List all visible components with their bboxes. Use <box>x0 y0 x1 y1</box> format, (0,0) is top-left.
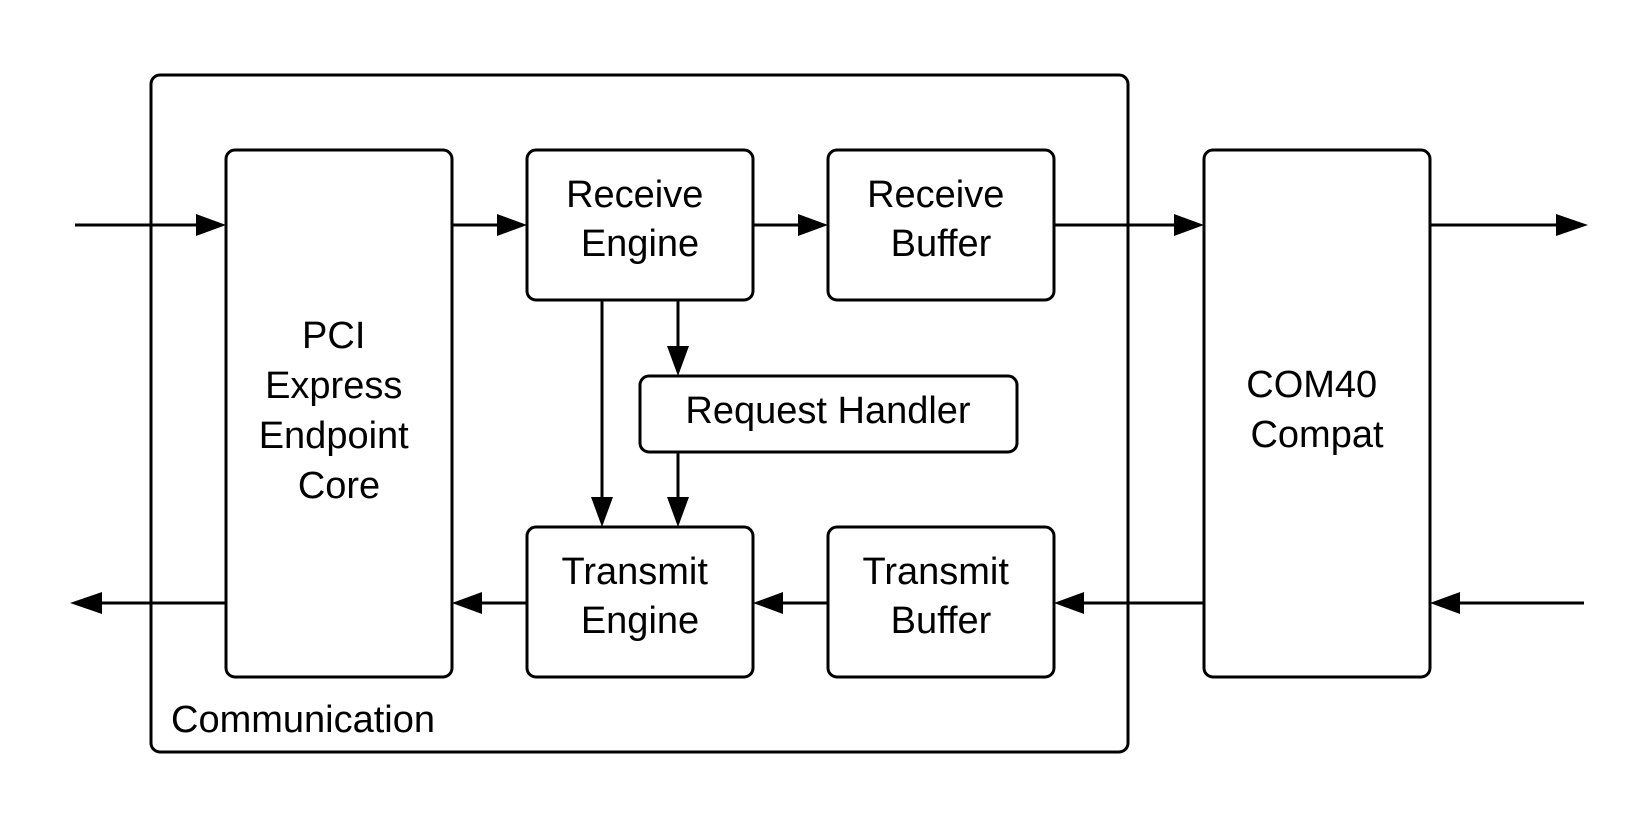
svg-text:COM40 Compat: COM40 Compat <box>1246 364 1387 456</box>
communication-label: Communication <box>171 699 435 741</box>
svg-text:Request Handler: Request Handler <box>685 390 971 432</box>
receive-engine-block: Receive Engine <box>525 148 755 302</box>
arrowhead <box>452 592 482 614</box>
arrowhead <box>798 214 828 236</box>
com40-compat-label-line: COM40 <box>1246 364 1377 406</box>
arrowhead <box>497 214 527 236</box>
request-handler-label: Request Handler <box>685 390 971 432</box>
receive-engine-label-line: Engine <box>581 223 699 265</box>
arrowhead <box>591 497 613 527</box>
com40-compat-label-line: Compat <box>1250 414 1383 456</box>
svg-text:Receive Engine: Receive Engine <box>566 174 714 265</box>
receive-engine-label-line: Receive <box>566 174 703 216</box>
transmit-engine-label-line: Transmit <box>562 551 709 593</box>
transmit-engine-label-line: Engine <box>581 600 699 642</box>
transmit-buffer-block: Transmit Buffer <box>826 525 1056 679</box>
arrowhead <box>1430 592 1460 614</box>
arrowhead <box>1174 214 1204 236</box>
svg-text:Receive Buffer: Receive Buffer <box>867 174 1015 265</box>
pcie-core-label-line: Express <box>265 365 402 407</box>
svg-text:Transmit Engine: Transmit Engine <box>562 551 719 642</box>
arrowhead <box>667 346 689 376</box>
receive-buffer-label-line: Receive <box>867 174 1004 216</box>
arrowhead <box>753 592 783 614</box>
pcie-core-block: PCI Express Endpoint Core <box>224 148 454 679</box>
transmit-buffer-label-line: Transmit <box>863 551 1010 593</box>
arrowhead <box>196 214 226 236</box>
arrowhead <box>1054 592 1084 614</box>
pcie-core-label-line: Core <box>298 465 380 507</box>
arrowhead <box>70 592 102 614</box>
receive-buffer-block: Receive Buffer <box>826 148 1056 302</box>
com40-compat-block: COM40 Compat <box>1202 148 1432 679</box>
transmit-buffer-label-line: Buffer <box>891 600 992 642</box>
pcie-core-label-line: Endpoint <box>259 415 409 457</box>
arrowhead <box>1556 214 1588 236</box>
transmit-engine-block: Transmit Engine <box>525 525 755 679</box>
svg-text:PCI Express Endpoi: PCI Express Endpoint Core <box>259 315 420 507</box>
arrowhead <box>667 497 689 527</box>
pcie-core-label-line: PCI <box>302 315 365 357</box>
request-handler-block: Request Handler <box>638 374 1019 454</box>
svg-text:Transmit Buffer: Transmit Buffer <box>863 551 1020 642</box>
receive-buffer-label-line: Buffer <box>891 223 992 265</box>
